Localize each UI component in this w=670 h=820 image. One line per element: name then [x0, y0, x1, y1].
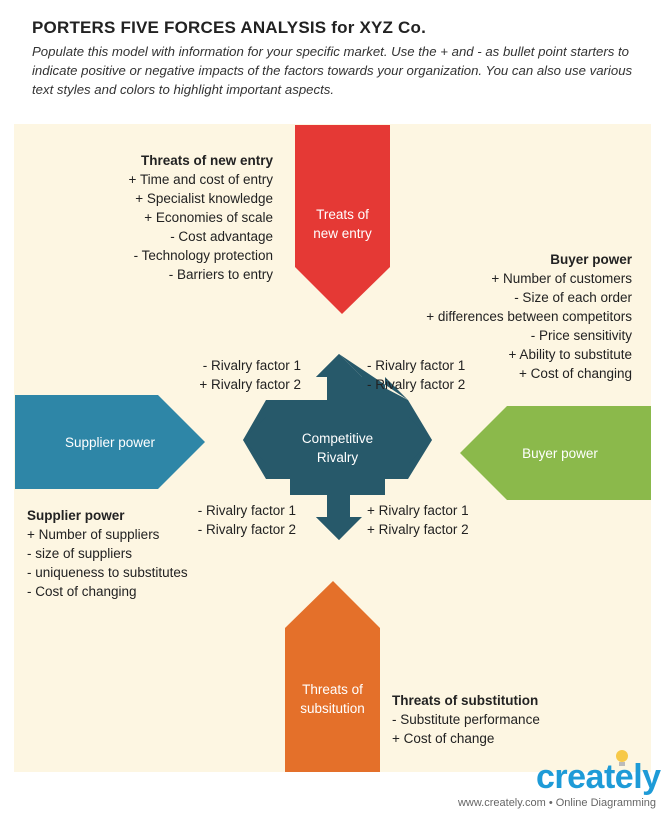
substitution-arrow[interactable]: [285, 581, 380, 772]
rivalry-label: Competitive Rivalry: [301, 431, 374, 465]
footer-text[interactable]: www.creately.com • Online Diagramming: [457, 797, 656, 809]
list-item: - Cost of changing: [27, 584, 137, 599]
list-item: + Cost of changing: [519, 366, 632, 381]
rivalry-factors-bottom-left: - Rivalry factor 1 - Rivalry factor 2: [165, 501, 296, 539]
list-item: + Number of customers: [491, 271, 632, 286]
list-item: - size of suppliers: [27, 546, 133, 561]
rivalry-arrow-right: [385, 417, 432, 463]
supplier-power-arrow[interactable]: [15, 395, 205, 489]
list-item: - uniqueness to substitutes: [27, 565, 188, 580]
list-item: + Cost of change: [392, 731, 495, 746]
list-item: - Rivalry factor 2: [367, 377, 466, 392]
rivalry-arrow-up: [316, 354, 362, 400]
rivalry-factors-top-left: - Rivalry factor 1 + Rivalry factor 2: [170, 356, 301, 394]
list-item: - Rivalry factor 1: [367, 358, 466, 373]
list-item: + Rivalry factor 2: [199, 377, 301, 392]
threats-new-entry-block: Threats of new entry + Time and cost of …: [60, 151, 273, 284]
list-item: - Substitute performance: [392, 712, 540, 727]
buyer-power-arrow[interactable]: [460, 406, 651, 500]
list-item: + Economies of scale: [144, 210, 273, 225]
list-item: - Barriers to entry: [168, 267, 273, 282]
list-item: + differences between competitors: [426, 309, 632, 324]
creately-logo[interactable]: creately: [536, 758, 661, 796]
buyer-power-label: Buyer power: [522, 446, 598, 461]
supplier-power-heading: Supplier power: [27, 508, 125, 523]
threats-substitution-block: Threats of substitution - Substitute per…: [392, 691, 592, 748]
rivalry-factors-top-right: - Rivalry factor 1 - Rivalry factor 2: [367, 356, 507, 394]
threats-new-entry-heading: Threats of new entry: [140, 153, 273, 168]
list-item: - Price sensitivity: [530, 328, 632, 343]
rivalry-arrow-down: [316, 495, 362, 540]
substitution-label: Threats of subsitution: [300, 682, 365, 716]
lightbulb-icon: [616, 750, 628, 766]
page-subtitle: Populate this model with information for…: [32, 44, 633, 97]
list-item: - Rivalry factor 2: [197, 522, 296, 537]
list-item: + Rivalry factor 1: [367, 503, 469, 518]
rivalry-cross-shape: [339, 354, 408, 400]
supplier-power-block: Supplier power + Number of suppliers - s…: [27, 506, 247, 601]
list-item: - Technology protection: [133, 248, 273, 263]
rivalry-factors-bottom-right: + Rivalry factor 1 + Rivalry factor 2: [367, 501, 507, 539]
rivalry-arrow-left: [243, 417, 290, 463]
list-item: - Size of each order: [514, 290, 632, 305]
list-item: - Rivalry factor 1: [197, 503, 296, 518]
list-item: + Number of suppliers: [27, 527, 160, 542]
list-item: + Specialist knowledge: [135, 191, 273, 206]
list-item: + Ability to substitute: [508, 347, 632, 362]
new-entry-label: Treats of new entry: [313, 207, 372, 241]
list-item: + Time and cost of entry: [128, 172, 273, 187]
supplier-power-label: Supplier power: [64, 435, 156, 450]
buyer-power-heading: Buyer power: [550, 252, 632, 267]
page-title: PORTERS FIVE FORCES ANALYSIS for XYZ Co.: [32, 18, 427, 37]
list-item: - Rivalry factor 1: [202, 358, 301, 373]
list-item: + Rivalry factor 2: [367, 522, 469, 537]
threats-substitution-heading: Threats of substitution: [392, 693, 539, 708]
buyer-power-block: Buyer power + Number of customers - Size…: [400, 250, 632, 383]
rivalry-center-box: [290, 400, 385, 495]
new-entry-arrow[interactable]: [295, 125, 390, 314]
list-item: - Cost advantage: [170, 229, 273, 244]
